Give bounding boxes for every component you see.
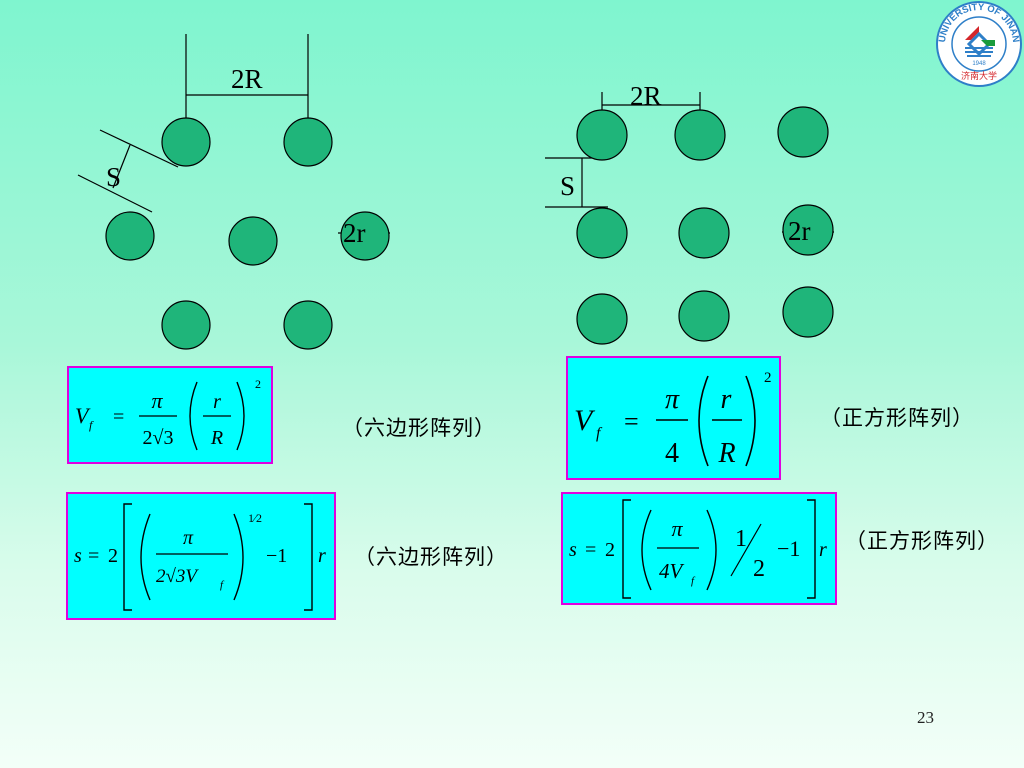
hex-s-formula: s = 2 π 2√3V f 1⁄2 −1 r — [66, 492, 336, 620]
svg-text:4: 4 — [665, 438, 679, 469]
hex-s-caption: （六边形阵列） — [354, 545, 508, 569]
svg-text:2√3V: 2√3V — [156, 566, 199, 587]
logo-bottom-text: 济南大学 — [961, 70, 997, 82]
svg-text:=: = — [585, 539, 596, 561]
square-S-label: S — [560, 171, 576, 201]
svg-text:2: 2 — [108, 545, 118, 567]
svg-text:4V: 4V — [659, 559, 685, 583]
svg-text:V: V — [75, 403, 91, 428]
page-number: 23 — [917, 708, 934, 727]
svg-text:1⁄2: 1⁄2 — [248, 511, 262, 525]
svg-text:V: V — [574, 404, 596, 437]
svg-text:r: r — [721, 384, 732, 415]
square-vf-caption: （正方形阵列） — [820, 406, 974, 430]
svg-text:=: = — [624, 407, 639, 436]
square-s-formula: s = 2 π 4V f 1 2 −1 r — [561, 492, 837, 605]
svg-text:s: s — [569, 539, 577, 561]
square-s-caption: （正方形阵列） — [845, 529, 999, 553]
logo-year: 1948 — [972, 61, 986, 67]
svg-text:−1: −1 — [777, 536, 800, 561]
hex-S-label: S — [106, 162, 122, 192]
hex-2r-label: 2r — [343, 218, 366, 248]
square-array-circles — [576, 106, 834, 345]
svg-text:r: r — [318, 545, 326, 567]
logo-emblem-icon — [965, 26, 995, 57]
svg-text:2: 2 — [255, 377, 261, 391]
svg-text:π: π — [183, 527, 194, 549]
hex-vf-formula: V f = π 2√3 r R 2 — [67, 366, 273, 464]
svg-text:π: π — [665, 384, 680, 415]
square-2R-label: 2R — [630, 81, 662, 111]
svg-text:f: f — [596, 425, 603, 442]
svg-text:π: π — [151, 388, 163, 413]
svg-text:R: R — [717, 438, 735, 469]
svg-text:2: 2 — [605, 539, 615, 561]
svg-text:f: f — [89, 418, 94, 432]
svg-text:2√3: 2√3 — [143, 427, 174, 449]
svg-text:=: = — [113, 406, 124, 428]
hex-vf-caption: （六边形阵列） — [342, 416, 496, 440]
svg-text:f: f — [691, 575, 696, 587]
hex-array-circles — [105, 117, 390, 350]
svg-text:2: 2 — [764, 370, 772, 386]
svg-text:1: 1 — [735, 526, 747, 552]
svg-text:2: 2 — [753, 556, 765, 582]
svg-text:r: r — [819, 539, 827, 561]
svg-text:π: π — [671, 516, 683, 541]
square-vf-formula: V f = π 4 r R 2 — [566, 356, 781, 480]
svg-text:s: s — [74, 545, 82, 567]
svg-text:f: f — [220, 579, 225, 591]
square-2r-label: 2r — [788, 216, 811, 246]
svg-text:=: = — [88, 545, 99, 567]
hex-2R-label: 2R — [231, 64, 263, 94]
university-logo: UNIVERSITY OF JINAN 1948 济南大学 — [936, 1, 1022, 87]
svg-text:r: r — [213, 391, 221, 413]
svg-text:R: R — [210, 427, 223, 449]
svg-text:−1: −1 — [266, 545, 287, 567]
